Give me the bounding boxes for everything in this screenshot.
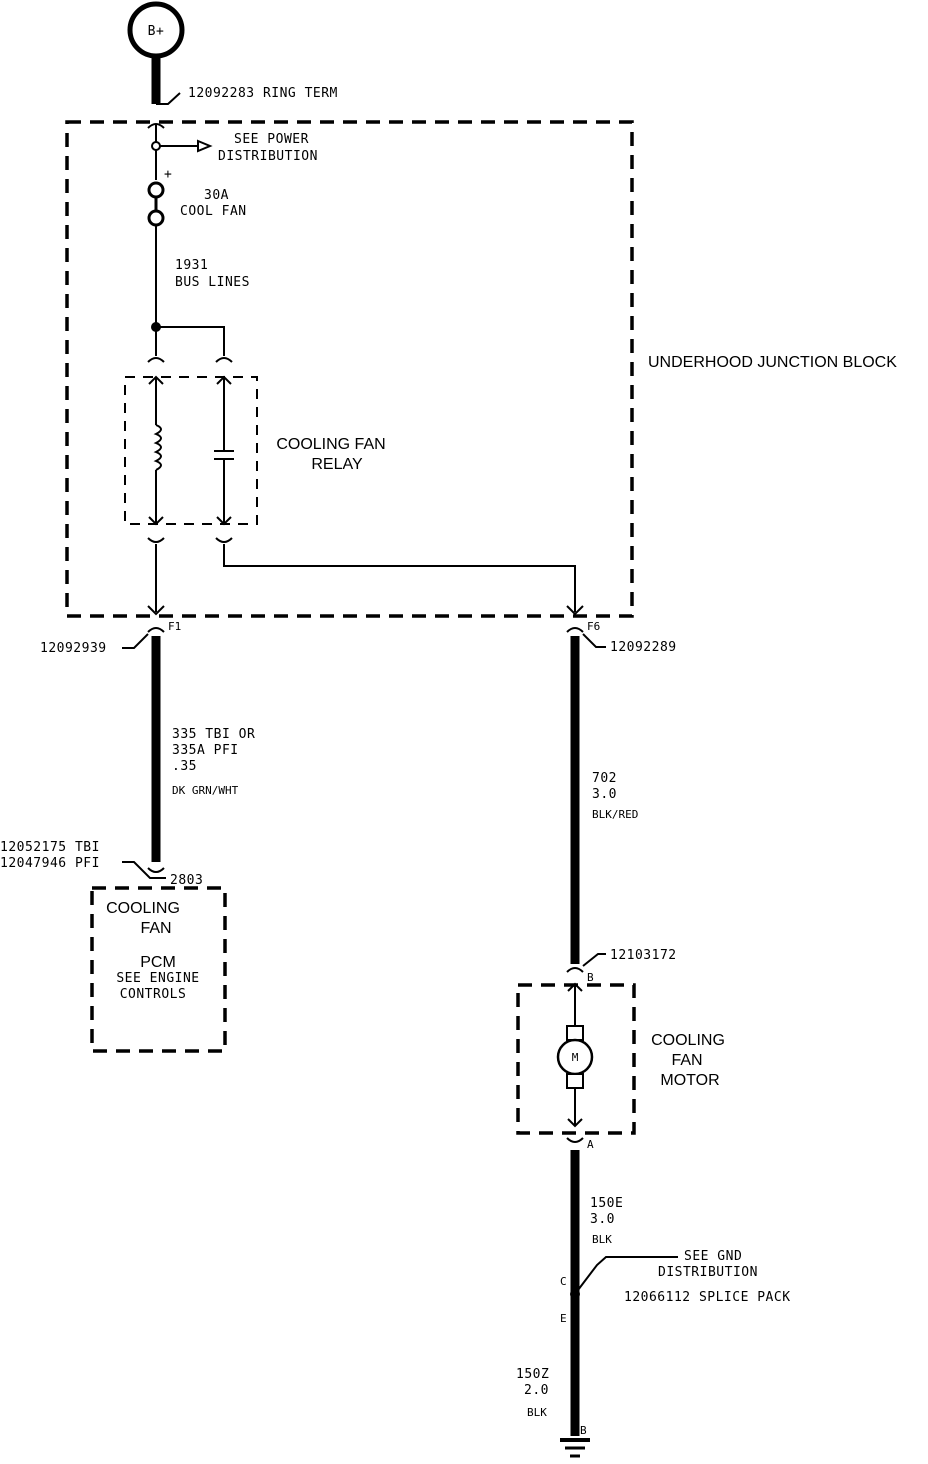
left-wire-gauge: .35	[172, 759, 197, 774]
right-wire-color: BLK/RED	[592, 808, 638, 821]
left-wire-circuit-alt: 335A PFI	[172, 743, 239, 758]
f1-connector-icon	[147, 627, 165, 633]
bus-number: 1931	[175, 258, 208, 273]
pcm-name-1: COOLING	[106, 900, 180, 917]
motor-symbol: M	[572, 1051, 579, 1064]
motor-arrow-bottom	[567, 1118, 583, 1128]
f6-arrow	[566, 605, 584, 616]
motor-name-2: FAN	[671, 1052, 702, 1069]
bus-label: BUS LINES	[175, 275, 250, 290]
relay-coil-conn-top	[147, 357, 165, 363]
f6-connector-icon	[566, 627, 584, 633]
left-wire-circuit: 335 TBI OR	[172, 727, 255, 742]
motor-pin-a: A	[587, 1138, 594, 1151]
gnd-lower-color: BLK	[527, 1406, 547, 1419]
splice-see-2: DISTRIBUTION	[658, 1265, 758, 1280]
motor-part-label: 12103172	[610, 948, 677, 963]
f1-part-leader	[122, 633, 149, 649]
relay-coil-icon	[153, 424, 162, 471]
power-dist-arrow-icon	[197, 139, 213, 153]
f6-part-label: 12092289	[610, 640, 677, 655]
f1-part-label: 12092939	[40, 641, 107, 656]
gnd-upper-gauge: 3.0	[590, 1212, 615, 1227]
fuse-name: COOL FAN	[180, 204, 247, 219]
relay-coil-conn-bottom	[147, 537, 165, 543]
coil-arrow-bottom	[148, 516, 164, 526]
pcm-label: PCM	[140, 954, 176, 971]
cooling-fan-relay-box	[124, 376, 258, 525]
power-dist-node	[151, 141, 161, 151]
relay-switch-conn-top	[215, 357, 233, 363]
motor-conn-a-icon	[566, 1137, 584, 1143]
splice-pin-c: C	[560, 1275, 567, 1288]
bus-branch-wire	[156, 326, 225, 356]
pcm-see-2: CONTROLS	[120, 987, 187, 1002]
left-wire-color: DK GRN/WHT	[172, 784, 239, 797]
ring-term-label: 12092283 RING TERM	[188, 86, 338, 101]
battery-terminal: B+	[127, 1, 185, 59]
pcm-part-leader	[122, 861, 166, 879]
pcm-name-2: FAN	[140, 920, 171, 937]
motor-brush-top	[566, 1025, 584, 1041]
underhood-junction-block	[65, 120, 634, 618]
splice-see-1: SEE GND	[684, 1249, 742, 1264]
pcm-part-2: 12047946 PFI	[0, 856, 100, 871]
motor-icon: M	[556, 1038, 594, 1076]
pcm-box	[90, 886, 227, 1053]
splice-pin-e: E	[560, 1312, 567, 1325]
gnd-upper-circuit: 150E	[590, 1196, 623, 1211]
f1-pin-label: F1	[168, 620, 181, 633]
junction-block-title: UNDERHOOD JUNCTION BLOCK	[648, 354, 897, 371]
gnd-upper-color: BLK	[592, 1233, 612, 1246]
switch-arrow-bottom	[216, 516, 232, 526]
relay-switch-conn-bottom	[215, 537, 233, 543]
motor-brush-bottom	[566, 1073, 584, 1089]
relay-label-1: COOLING FAN	[276, 436, 385, 453]
fuse-rating: 30A	[204, 188, 229, 203]
right-wire-circuit: 702	[592, 771, 617, 786]
motor-conn-b-icon	[566, 967, 584, 973]
ground-pin-label: B	[580, 1424, 587, 1437]
gnd-lower-gauge: 2.0	[524, 1383, 549, 1398]
f1-arrow	[147, 605, 165, 616]
motor-name-3: MOTOR	[660, 1072, 719, 1089]
pcm-see-1: SEE ENGINE	[116, 971, 199, 986]
ring-term-leader	[156, 92, 181, 105]
right-wire-gauge: 3.0	[592, 787, 617, 802]
switch-to-f6-wire	[223, 544, 576, 612]
power-dist-label-2: DISTRIBUTION	[218, 149, 318, 164]
battery-label: B+	[148, 24, 165, 39]
splice-pack-label: 12066112 SPLICE PACK	[624, 1290, 791, 1305]
ground-icon	[560, 1438, 590, 1458]
pcm-connector-icon	[147, 867, 165, 873]
f6-pin-label: F6	[587, 620, 600, 633]
splice-leader	[574, 1256, 678, 1295]
motor-part-leader	[582, 953, 606, 967]
fuse-icon	[147, 181, 165, 227]
f6-part-leader	[582, 633, 606, 648]
pcm-pin-label: 2803	[170, 873, 203, 888]
motor-name-1: COOLING	[651, 1032, 725, 1049]
fuse-plus: +	[164, 167, 172, 182]
pcm-part-1: 12052175 TBI	[0, 840, 100, 855]
motor-pin-b: B	[587, 971, 594, 984]
gnd-lower-circuit: 150Z	[516, 1367, 549, 1382]
power-dist-label-1: SEE POWER	[234, 132, 309, 147]
relay-label-2: RELAY	[311, 456, 363, 473]
